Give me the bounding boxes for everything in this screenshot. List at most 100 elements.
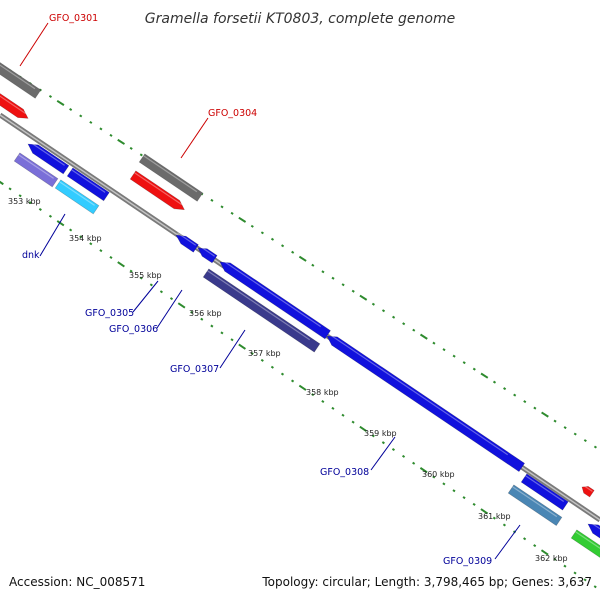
outer-tick-mark xyxy=(220,205,224,209)
feature-blue-arrow xyxy=(326,335,526,473)
inner-tick-mark xyxy=(553,557,557,561)
feature-red-arrow xyxy=(0,93,29,119)
feature-blue-arrow-highlight xyxy=(221,259,322,328)
inner-tick-mark xyxy=(291,379,295,383)
feature-gray-bar-highlight xyxy=(143,155,198,193)
feature-red-arrow xyxy=(129,170,185,211)
inner-tick-mark xyxy=(238,343,246,350)
inner-tick-mark xyxy=(48,214,52,218)
feature-blue-bar-highlight xyxy=(71,169,106,193)
gene-label-dnk: dnk xyxy=(22,250,40,261)
outer-tick-mark xyxy=(503,387,507,391)
leader-lines xyxy=(19,22,521,560)
outer-tick-mark xyxy=(371,302,375,306)
feature-lavender-bar-highlight xyxy=(18,154,54,179)
inner-tick-mark xyxy=(79,235,83,239)
inner-tick-mark xyxy=(583,578,587,582)
feature-red-arrow-highlight xyxy=(0,95,27,115)
leader-gfo-0304 xyxy=(180,117,209,159)
inner-tick-mark xyxy=(200,317,204,321)
feature-navy-bar xyxy=(202,268,321,353)
inner-tick-mark xyxy=(99,249,103,253)
inner-tick-mark xyxy=(311,393,315,397)
outer-tick-mark xyxy=(472,367,476,371)
feature-blue-arrow-highlight xyxy=(328,333,509,456)
feature-blue-arrow-highlight xyxy=(29,141,65,166)
inner-tick-mark xyxy=(573,571,577,575)
inner-tick-mark xyxy=(391,448,396,452)
outer-tick-mark xyxy=(432,341,436,345)
inner-tick-mark xyxy=(341,413,345,417)
leader-gfo-0308 xyxy=(370,436,396,471)
leader-gfo-0305 xyxy=(132,280,159,313)
inner-tick-mark xyxy=(321,400,325,404)
gene-label-gfo-0307: GFO_0307 xyxy=(170,364,219,375)
feature-blue-arrow-highlight xyxy=(177,232,197,246)
tick-label: 353 kbp xyxy=(8,197,41,206)
outer-tick-mark xyxy=(260,231,264,235)
feature-blue-arrow-highlight xyxy=(199,245,215,257)
gene-label-gfo-0301: GFO_0301 xyxy=(49,13,98,24)
gene-label-gfo-0305: GFO_0305 xyxy=(85,308,134,319)
outer-tick-mark xyxy=(331,276,335,280)
inner-tick-mark xyxy=(280,372,285,376)
inner-tick-mark xyxy=(0,180,4,186)
tick-label: 361 kbp xyxy=(478,512,511,521)
gene-label-gfo-0309: GFO_0309 xyxy=(443,556,492,567)
outer-tick-mark xyxy=(79,114,83,118)
outer-tick-mark xyxy=(462,361,466,365)
genome-summary-text: Topology: circular; Length: 3,798,465 bp… xyxy=(261,575,592,589)
feature-lavender-bar xyxy=(13,152,59,188)
outer-tick-mark xyxy=(129,146,133,150)
leader-gfo-0301 xyxy=(19,22,49,67)
inner-tick-mark xyxy=(432,475,436,479)
outer-tick-mark xyxy=(56,99,65,106)
outer-tick-mark xyxy=(513,393,517,397)
feature-blue-arrow-highlight xyxy=(589,521,600,530)
map-title: Gramella forsetii KT0803, complete genom… xyxy=(145,11,455,27)
outer-tick-mark xyxy=(210,198,214,202)
feature-blue-arrow xyxy=(197,247,218,264)
outer-tick-mark xyxy=(402,322,406,326)
inner-tick-mark xyxy=(412,461,416,465)
inner-tick-mark xyxy=(56,220,65,227)
gene-label-gfo-0308: GFO_0308 xyxy=(320,467,369,478)
outer-tick-mark xyxy=(298,255,307,262)
gene-labels: GFO_0301 GFO_0304 dnk GFO_0305 GFO_0306 … xyxy=(22,13,492,567)
outer-tick-mark xyxy=(311,263,315,267)
feature-gray-bar-highlight xyxy=(0,64,36,90)
feature-light-blue-bar-highlight xyxy=(59,181,95,206)
feature-blue-arrow xyxy=(219,261,331,340)
inner-tick-mark xyxy=(298,384,307,391)
outer-tick-mark xyxy=(109,133,113,137)
outer-tick-mark xyxy=(270,237,275,241)
tick-label: 355 kbp xyxy=(129,271,162,280)
inner-tick-mark xyxy=(177,302,186,309)
leader-gfo-0306 xyxy=(156,289,183,329)
outer-tick-mark xyxy=(553,419,557,423)
inner-tick-mark xyxy=(270,365,274,369)
outer-tick-mark xyxy=(359,294,368,301)
outer-tick-mark xyxy=(412,328,416,332)
outer-tick-mark xyxy=(69,107,73,111)
feature-blue-arrow xyxy=(175,234,199,253)
tick-label: 358 kbp xyxy=(306,388,339,397)
inner-tick-mark xyxy=(371,434,375,438)
outer-tick-mark xyxy=(563,426,567,430)
outer-tick-mark xyxy=(419,333,428,340)
feature-blue-arrow xyxy=(27,143,70,175)
inner-tick-mark xyxy=(452,489,456,493)
inner-tick-mark xyxy=(331,406,335,410)
outer-tick-mark xyxy=(89,120,93,124)
inner-tick-mark xyxy=(381,441,385,445)
inner-tick-mark xyxy=(159,290,163,294)
feature-red-arrow-highlight xyxy=(134,172,183,206)
outer-tick-mark xyxy=(541,411,549,418)
features xyxy=(0,62,600,558)
inner-tick-mark xyxy=(69,228,73,232)
outer-tick-mark xyxy=(281,244,285,248)
feature-green-bar-highlight xyxy=(575,531,600,549)
outer-tick-mark xyxy=(341,283,345,287)
tick-label: 362 kbp xyxy=(535,554,568,563)
outer-tick-mark xyxy=(291,250,295,254)
